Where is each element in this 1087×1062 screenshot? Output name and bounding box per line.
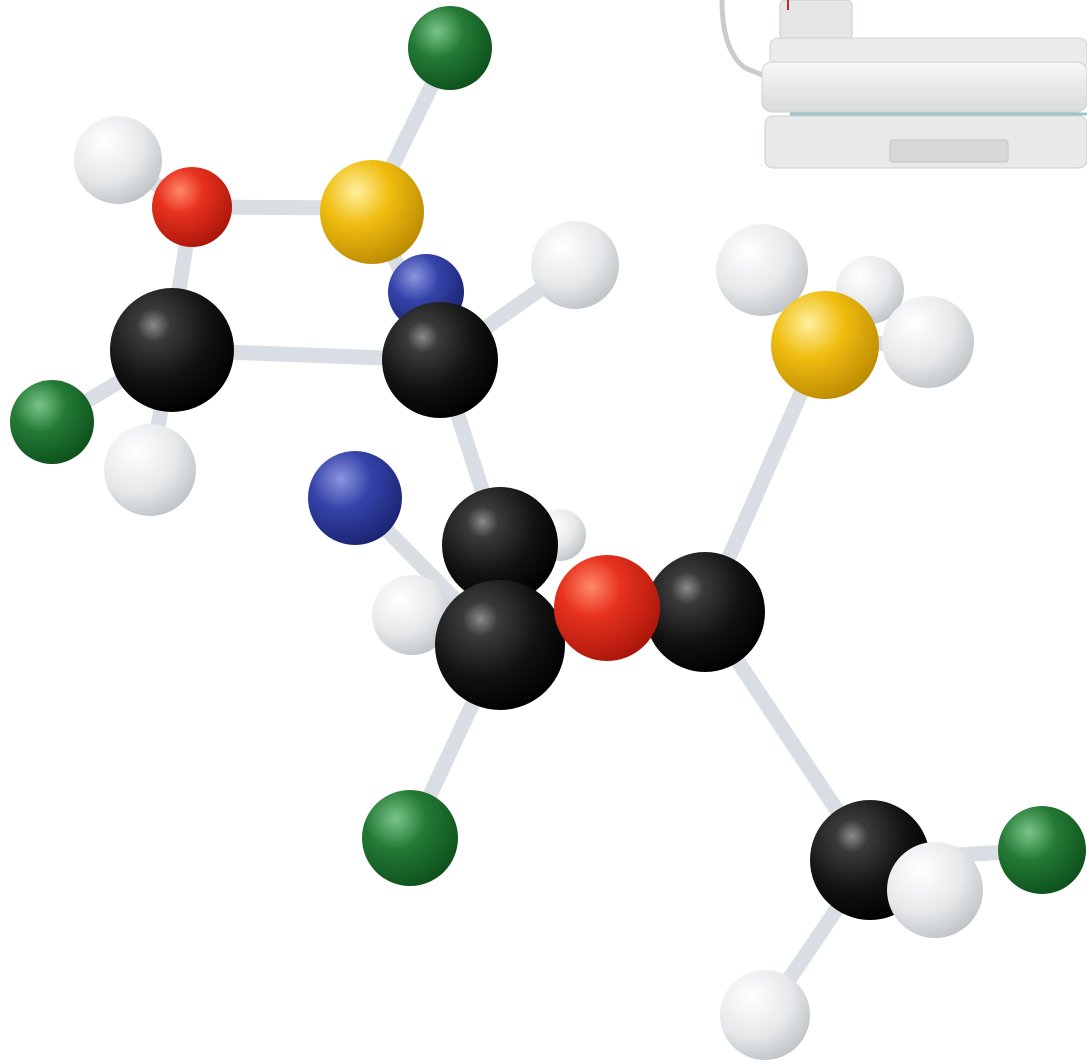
nitrogen-atom [308,451,402,545]
chlorine-atom [408,6,492,90]
chlorine-atom [10,380,94,464]
sulfur-atom [771,291,879,399]
sulfur-atom [320,160,424,264]
chlorine-atom [998,806,1086,894]
chlorine-atom [362,790,458,886]
hydrogen-atom [720,970,810,1060]
lab-instrument-icon [719,0,1087,169]
oxygen-atom [554,555,660,661]
hydrogen-atom [716,224,808,316]
hydrogen-atom [882,296,974,388]
carbon-atom [382,302,498,418]
oxygen-atom [152,167,232,247]
atoms [10,6,1086,1060]
carbon-atom [645,552,765,672]
hydrogen-atom [104,424,196,516]
carbon-atom [442,487,558,603]
hydrogen-atom [887,842,983,938]
hydrogen-atom [531,221,619,309]
carbon-atom [110,288,234,412]
hydrogen-atom [74,116,162,204]
carbon-atom [435,580,565,710]
hydrogen-atom [372,575,452,655]
